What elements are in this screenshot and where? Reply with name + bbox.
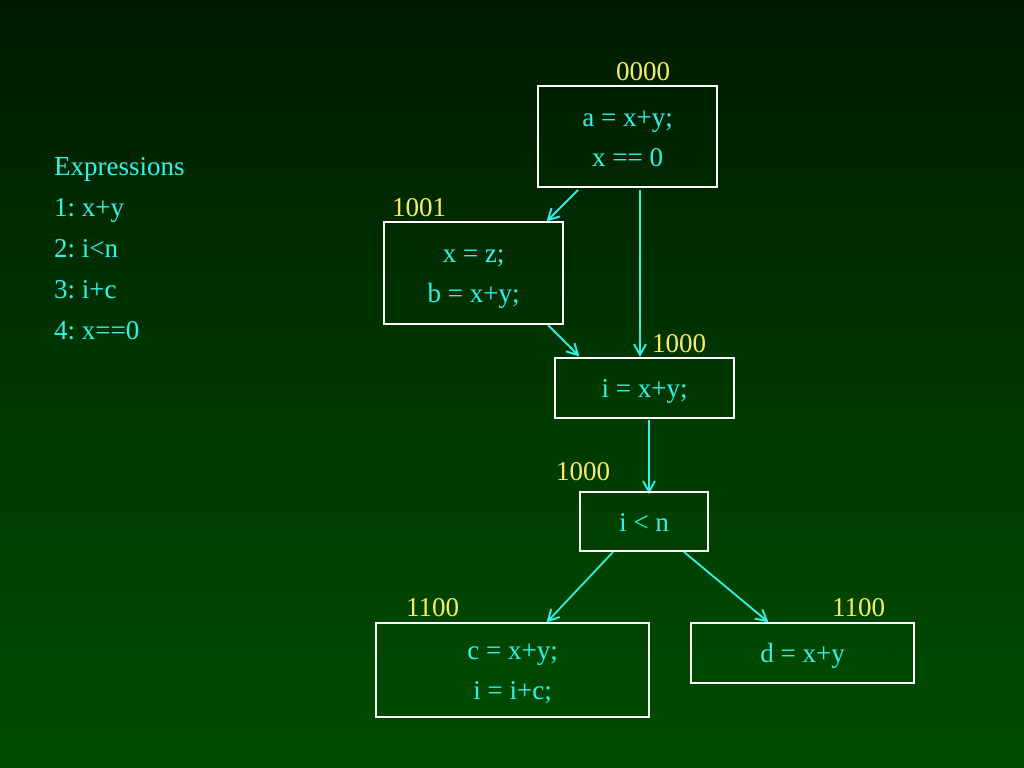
node-join: i = x+y; [554, 357, 735, 419]
edge-entry-to-assign [548, 189, 579, 220]
node-assign: x = z; b = x+y; [383, 221, 564, 325]
node-exit-line-1: d = x+y [760, 638, 845, 668]
bits-entry: 0000 [616, 56, 670, 86]
expressions-title: Expressions [54, 151, 185, 181]
node-cond: i < n [579, 491, 709, 552]
node-assign-line-2: b = x+y; [427, 278, 520, 308]
bits-cond: 1000 [556, 456, 610, 486]
edge-cond-to-exit [683, 551, 767, 621]
bits-assign: 1001 [392, 192, 446, 222]
expression-item-1: 1: x+y [54, 192, 124, 222]
node-join-line-1: i = x+y; [601, 373, 688, 403]
bits-loop-body: 1100 [406, 592, 459, 622]
node-entry-line-1: a = x+y; [582, 101, 673, 132]
node-loop-body: c = x+y; i = i+c; [375, 622, 650, 718]
node-entry: a = x+y; x == 0 [537, 85, 718, 188]
bits-join: 1000 [652, 328, 706, 358]
expression-item-4: 4: x==0 [54, 315, 140, 345]
node-assign-line-1: x = z; [442, 238, 505, 268]
node-loop-body-line-2: i = i+c; [473, 675, 552, 705]
expression-item-2: 2: i<n [54, 233, 118, 263]
node-entry-line-2: x == 0 [592, 141, 663, 172]
bits-exit: 1100 [832, 592, 885, 622]
edge-assign-to-join [547, 324, 578, 355]
expressions-list: Expressions 1: x+y 2: i<n 3: i+c 4: x==0 [54, 146, 185, 351]
node-loop-body-line-1: c = x+y; [467, 635, 558, 665]
edge-cond-to-loop-body [548, 551, 614, 621]
node-cond-line-1: i < n [619, 506, 669, 537]
node-exit: d = x+y [690, 622, 915, 684]
expression-item-3: 3: i+c [54, 274, 117, 304]
